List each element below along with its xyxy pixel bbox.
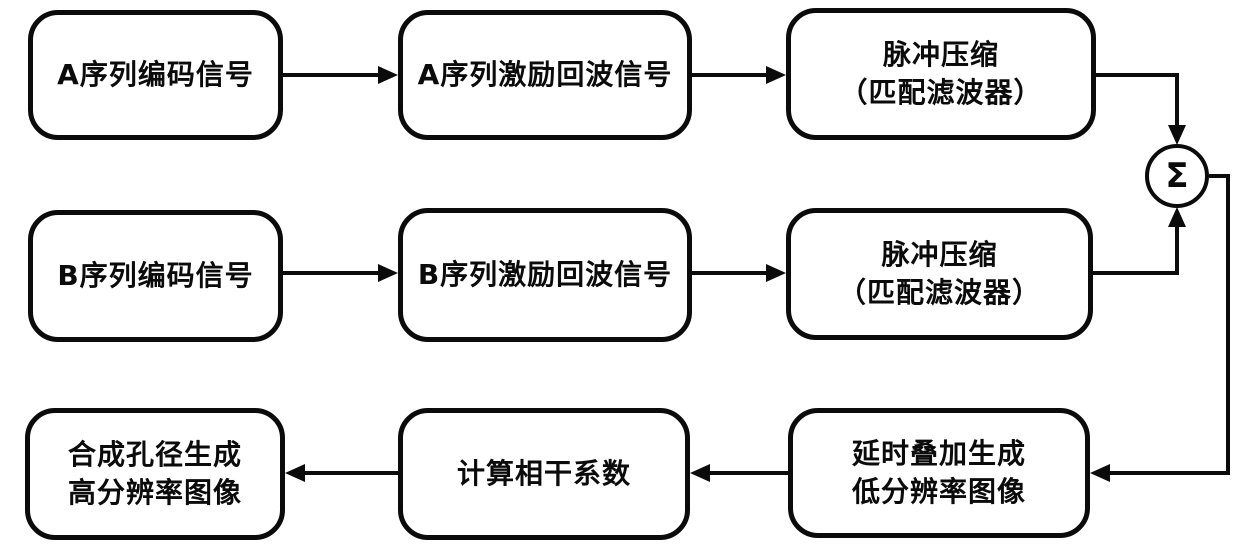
edge-pulse-b-to-summer (1093, 207, 1186, 275)
edge-pulse-a-to-summer (1096, 73, 1186, 145)
node-synthetic-aperture-high-res: 合成孔径生成 高分辨率图像 (25, 408, 285, 540)
node-b-coded-signal: B序列编码信号 (28, 210, 283, 342)
node-delay-sum-line1: 延时叠加生成 (851, 437, 1026, 471)
node-pulse-compression-a-line2: （匹配滤波器） (839, 76, 1043, 109)
sigma-symbol: Σ (1165, 156, 1189, 196)
node-pulse-compression-a: 脉冲压缩 （匹配滤波器） (786, 8, 1096, 140)
edge-delay-sum-to-coherence (690, 464, 788, 482)
summation-node: Σ (1145, 144, 1209, 208)
node-coherence-coefficient: 计算相干系数 (398, 408, 690, 540)
edge-a-echo-to-pulse-a (692, 66, 786, 84)
node-a-coded-signal-label: A序列编码信号 (57, 58, 254, 92)
node-b-echo-signal-label: B序列激励回波信号 (417, 258, 673, 292)
node-a-coded-signal: A序列编码信号 (28, 10, 283, 140)
edge-a-coded-to-a-echo (283, 66, 398, 84)
node-b-echo-signal: B序列激励回波信号 (398, 208, 692, 342)
node-b-coded-signal-label: B序列编码信号 (57, 259, 254, 293)
node-synthetic-aperture-line2: 高分辨率图像 (67, 476, 242, 509)
edge-b-echo-to-pulse-b (692, 264, 786, 282)
edge-coherence-to-synthetic (285, 464, 398, 482)
node-delay-sum-line2: 低分辨率图像 (851, 475, 1026, 508)
node-synthetic-aperture-line1: 合成孔径生成 (67, 438, 242, 472)
node-a-echo-signal-label: A序列激励回波信号 (417, 58, 673, 92)
node-pulse-compression-a-line1: 脉冲压缩 (882, 38, 999, 72)
edge-b-coded-to-b-echo (283, 264, 398, 282)
node-pulse-compression-b: 脉冲压缩 （匹配滤波器） (786, 208, 1093, 340)
node-a-echo-signal: A序列激励回波信号 (398, 10, 692, 140)
node-delay-sum-low-res: 延时叠加生成 低分辨率图像 (788, 408, 1090, 538)
node-pulse-compression-b-line1: 脉冲压缩 (881, 238, 998, 272)
edge-summer-to-delay-sum (1090, 174, 1230, 482)
node-pulse-compression-b-line2: （匹配滤波器） (837, 276, 1041, 309)
node-coherence-coefficient-label: 计算相干系数 (456, 457, 631, 491)
